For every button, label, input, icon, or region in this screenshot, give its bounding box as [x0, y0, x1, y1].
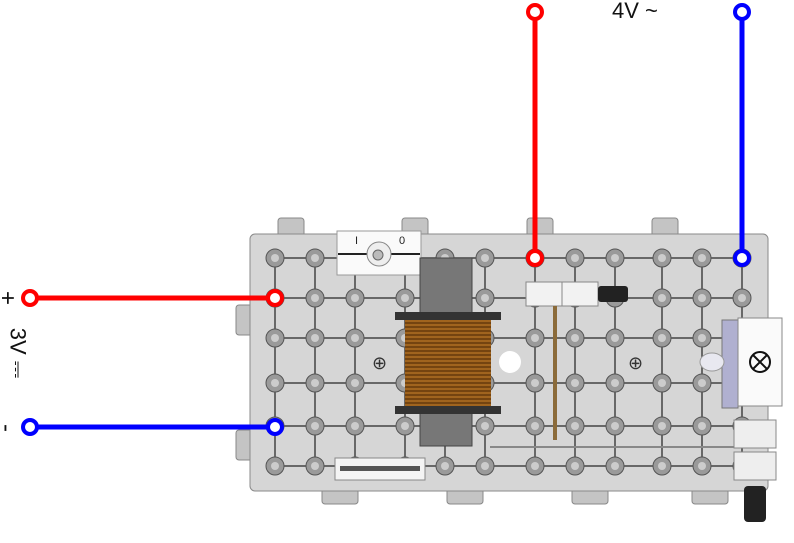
junction-symbol: ⊕ [372, 353, 387, 373]
ac-voltage-label: 4V ~ [612, 0, 658, 23]
wire-dc-red [21, 289, 284, 307]
dc-voltage-label: 3V ⎓ [5, 327, 31, 379]
toggle-switch[interactable] [336, 230, 422, 276]
wire-dc-blue [21, 418, 284, 436]
switch-on-label: I [355, 235, 359, 247]
contact-terminal [733, 419, 777, 522]
wire-ac-red [526, 3, 544, 267]
lamp-icon [749, 351, 771, 373]
relay-contact [525, 281, 628, 440]
dc-minus-label: - [0, 424, 20, 432]
switch-off-label: 0 [399, 235, 406, 247]
wire-ac-blue [733, 3, 751, 267]
lamp-socket [699, 317, 783, 409]
junction-symbol: ⊕ [628, 353, 643, 373]
dc-plus-label: + [0, 291, 21, 305]
electromagnet-coil [395, 257, 501, 447]
hole [499, 351, 521, 373]
